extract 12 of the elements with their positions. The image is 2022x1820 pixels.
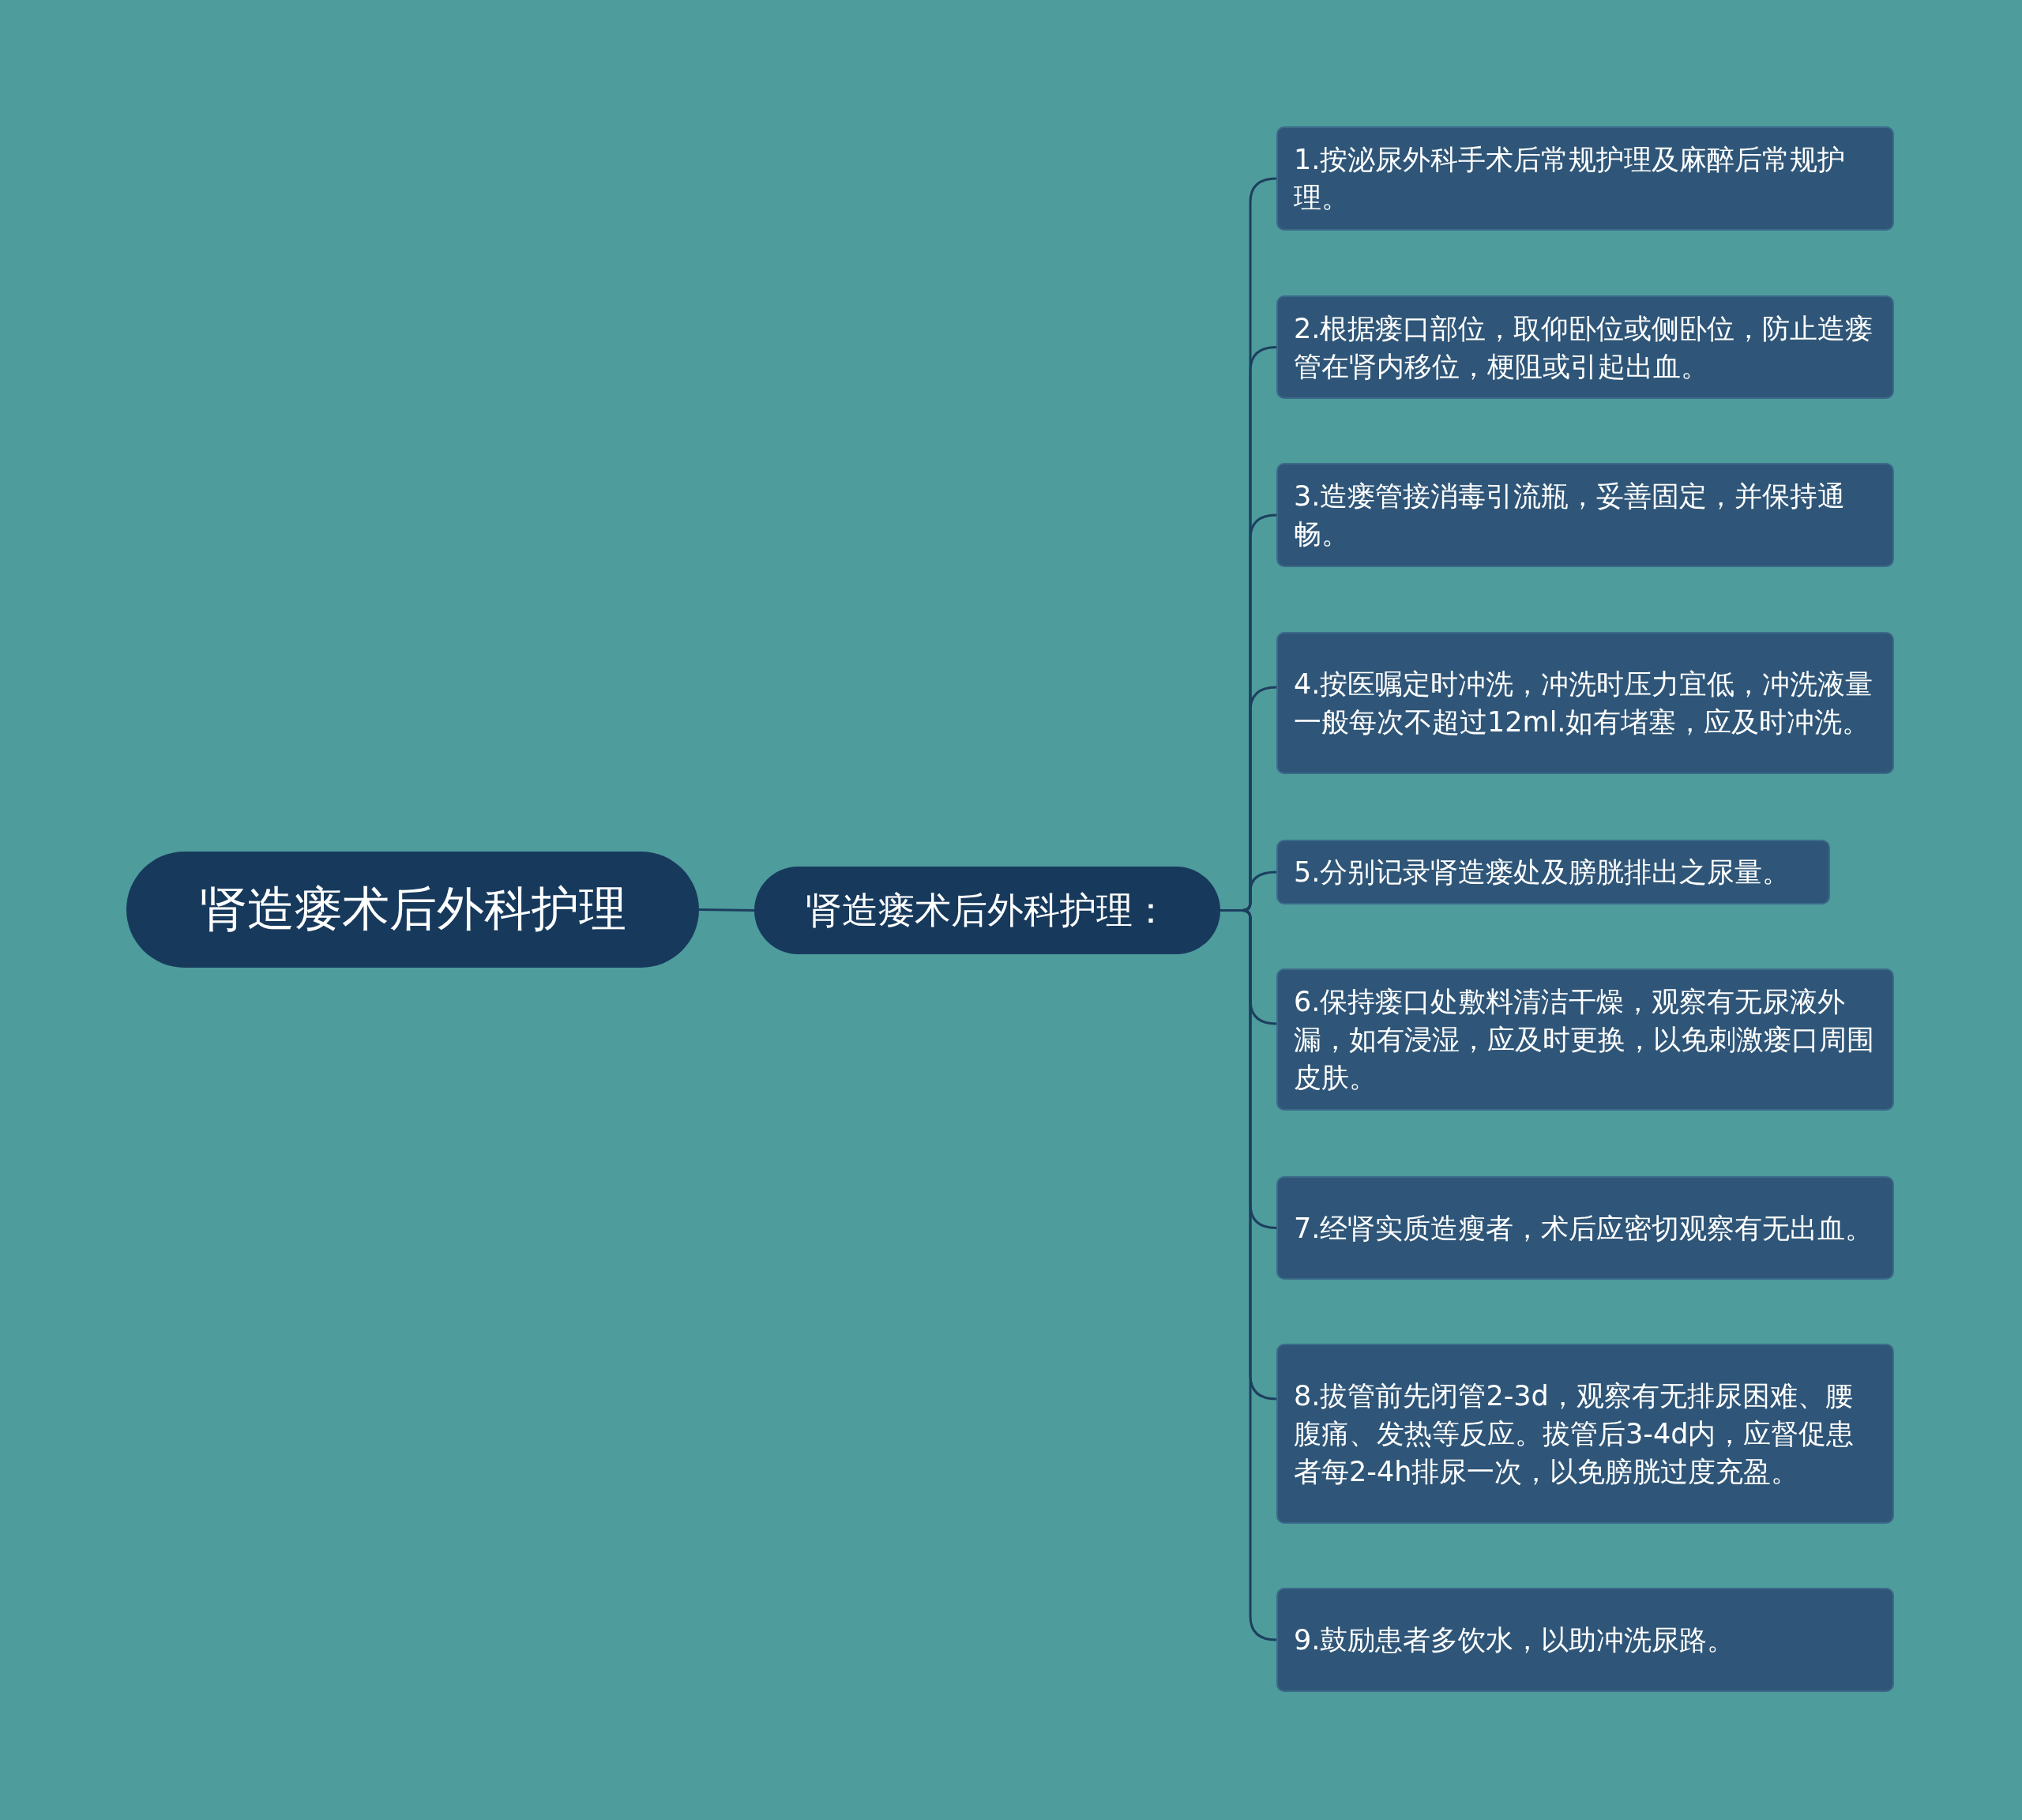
branch-box: 8.拔管前先闭管2-3d，观察有无排尿困难、腰腹痛、发热等反应。拔管后3-4d内，应督促患者每2-4h排尿一次，以免膀胱过度充盈。 <box>1276 1344 1894 1524</box>
subtopic-box: 肾造瘘术后外科护理： <box>754 867 1220 954</box>
branch-box: 3.造瘘管接消毒引流瓶，妥善固定，并保持通畅。 <box>1276 463 1894 567</box>
branch-box: 7.经肾实质造瘦者，术后应密切观察有无出血。 <box>1276 1176 1894 1280</box>
branch-box: 4.按医嘱定时冲洗，冲洗时压力宜低，冲洗液量一般每次不超过12ml.如有堵塞，应及时冲洗。 <box>1276 632 1894 774</box>
branch-box: 1.按泌尿外科手术后常规护理及麻醉后常规护理。 <box>1276 126 1894 231</box>
connector-line <box>698 908 755 912</box>
branch-box: 6.保持瘘口处敷料清洁干燥，观察有无尿液外漏，如有浸湿，应及时更换，以免刺激瘘口周围皮肤。 <box>1276 968 1894 1111</box>
branch-box: 2.根据瘘口部位，取仰卧位或侧卧位，防止造瘘管在肾内移位，梗阻或引起出血。 <box>1276 295 1894 399</box>
branch-box: 5.分别记录肾造瘘处及膀胱排出之尿量。 <box>1276 840 1830 904</box>
branch-box: 9.鼓励患者多饮水，以助冲洗尿路。 <box>1276 1588 1894 1692</box>
topic-box: 肾造瘘术后外科护理 <box>126 852 699 968</box>
